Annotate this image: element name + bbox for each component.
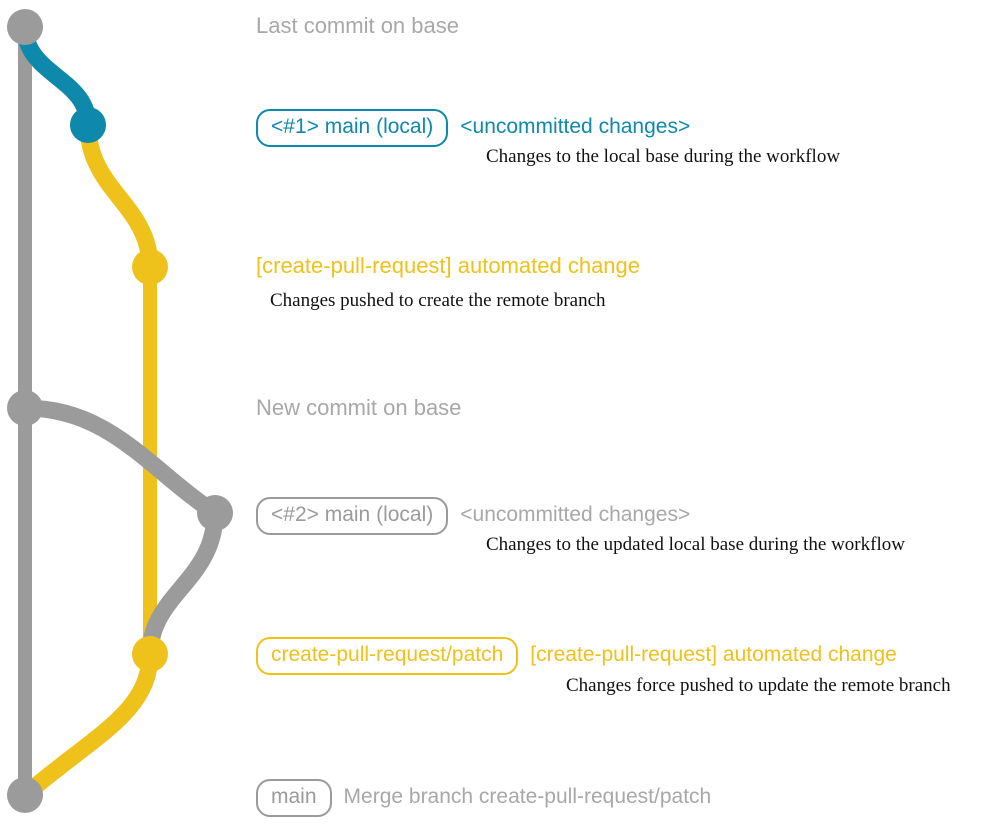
commit-node-local-2[interactable] (197, 495, 233, 531)
commit-note-remote-patch: Changes force pushed to update the remot… (566, 675, 951, 696)
commit-note-local-1: Changes to the local base during the wor… (486, 146, 841, 167)
commit-subject-local-2: <uncommitted changes> (460, 503, 691, 526)
commit-heading-remote-1: [create-pull-request] automated change (256, 253, 641, 278)
commit-heading-new-commit-on-base: New commit on base (256, 395, 462, 420)
branch-pill-main[interactable]: main (256, 779, 332, 817)
commit-node-remote-patch[interactable] (132, 636, 168, 672)
branch-pill-main-local-1[interactable]: <#1> main (local) (256, 109, 449, 147)
commit-row-local-1: <#1> main (local) <uncommitted changes> (256, 109, 690, 147)
local-branch-line-2 (16, 399, 224, 522)
remote-branch-line-1 (79, 116, 159, 276)
merge-line (16, 645, 159, 804)
commit-node-base-new[interactable] (7, 390, 43, 426)
branch-pill-create-pull-request-patch[interactable]: create-pull-request/patch (256, 637, 519, 675)
commit-row-base-merge: main Merge branch create-pull-request/pa… (256, 779, 711, 817)
commit-heading-last-commit-on-base: Last commit on base (256, 13, 459, 38)
commit-node-local-1[interactable] (70, 107, 106, 143)
commit-node-base-last[interactable] (7, 9, 43, 45)
commit-subject-base-merge: Merge branch create-pull-request/patch (343, 785, 712, 808)
commit-row-remote-patch: create-pull-request/patch [create-pull-r… (256, 637, 897, 675)
commit-row-local-2: <#2> main (local) <uncommitted changes> (256, 497, 690, 535)
commit-subject-remote-patch: [create-pull-request] automated change (530, 643, 897, 666)
commit-node-base-merge[interactable] (7, 777, 43, 813)
local-to-patch-line (141, 504, 224, 663)
branch-pill-main-local-2[interactable]: <#2> main (local) (256, 497, 449, 535)
commit-note-local-2: Changes to the updated local base during… (486, 534, 905, 555)
commit-note-remote-1: Changes pushed to create the remote bran… (270, 290, 606, 311)
commit-subject-local-1: <uncommitted changes> (460, 115, 691, 138)
commit-node-remote-1[interactable] (132, 249, 168, 285)
